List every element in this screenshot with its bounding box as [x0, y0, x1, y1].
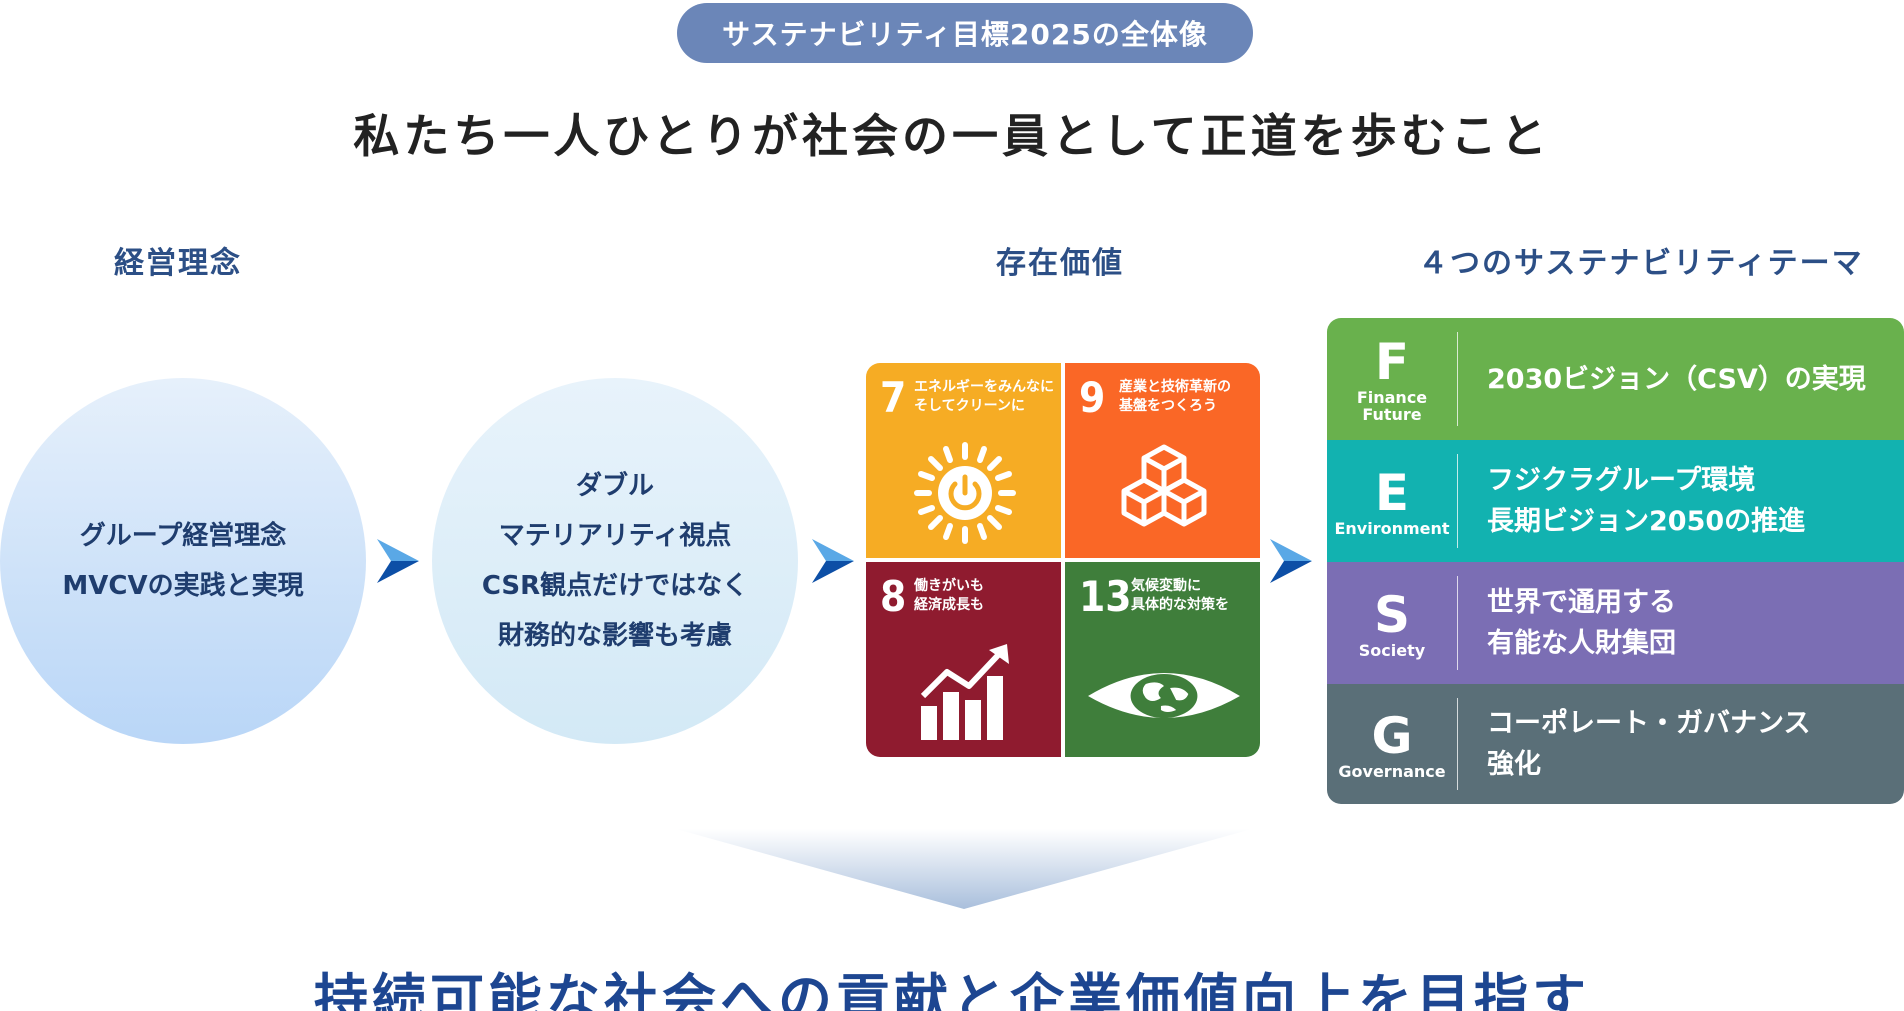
theme-line-2: 有能な人財集団: [1487, 628, 1676, 659]
theme-letter: G: [1371, 706, 1413, 765]
theme-row-society: S Society 世界で通用する 有能な人財集団: [1327, 562, 1904, 684]
section-label-themes: ４つのサステナビリティテーマ: [1418, 246, 1864, 281]
theme-line-2: 長期ビジョン2050の推進: [1487, 506, 1806, 537]
sdg-caption-line-2: 経済成長も: [914, 597, 984, 613]
materiality-line-4: 財務的な影響も考慮: [497, 621, 732, 651]
theme-row-environment: E Environment フジクラグループ環境 長期ビジョン2050の推進: [1327, 440, 1904, 562]
sun-power-icon: [914, 442, 1016, 544]
bottom-heading: 持続可能な社会への貢献と企業価値向上を目指す: [314, 968, 1590, 1011]
theme-divider: [1457, 454, 1458, 548]
section-label-philosophy: 経営理念: [114, 246, 242, 281]
sdg-tile-7: 7 エネルギーをみんなに そしてクリーンに: [866, 363, 1061, 558]
sdg-grid: 7 エネルギーをみんなに そしてクリーンに: [866, 363, 1260, 757]
earth-eye-icon: [1088, 673, 1240, 718]
sdg-caption: 働きがいも 経済成長も: [914, 577, 984, 615]
philosophy-line-1: グループ経営理念: [79, 521, 287, 551]
materiality-line-2: マテリアリティ視点: [498, 521, 732, 551]
sdg-caption-line-1: 働きがいも: [914, 578, 984, 594]
sdg-number: 8: [880, 572, 907, 621]
theme-sub-1: Governance: [1338, 761, 1446, 781]
sdg-caption-line-2: 具体的な対策を: [1131, 597, 1229, 613]
theme-letter-block: S Society: [1327, 562, 1457, 684]
theme-description: コーポレート・ガバナンス 強化: [1487, 684, 1894, 804]
theme-divider: [1457, 576, 1458, 670]
theme-sub-1: Environment: [1334, 518, 1450, 538]
theme-letter-block: F Finance Future: [1327, 318, 1457, 440]
theme-divider: [1457, 332, 1458, 426]
theme-sub-1: Finance: [1356, 388, 1428, 407]
philosophy-circle: グループ経営理念 MVCVの実践と実現: [0, 378, 366, 744]
theme-divider: [1457, 698, 1458, 790]
sdg-tile-8: 8 働きがいも 経済成長も: [866, 562, 1061, 757]
main-heading: 私たち一人ひとりが社会の一員として正道を歩むこと: [353, 109, 1551, 163]
theme-letter: E: [1374, 463, 1410, 522]
theme-description: フジクラグループ環境 長期ビジョン2050の推進: [1487, 440, 1894, 562]
theme-sub-1: Society: [1358, 640, 1426, 660]
arrow-right-icon: [812, 539, 854, 583]
theme-line-1: 世界で通用する: [1487, 587, 1676, 618]
arrow-right-icon: [1270, 539, 1312, 583]
materiality-circle: ダブル マテリアリティ視点 CSR観点だけではなく 財務的な影響も考慮: [432, 378, 798, 744]
theme-row-finance: F Finance Future 2030ビジョン（CSV）の実現: [1327, 318, 1904, 440]
sdg-caption-line-1: 気候変動に: [1131, 578, 1201, 594]
theme-letter: S: [1373, 585, 1410, 644]
cubes-icon: [1121, 444, 1207, 527]
theme-description: 世界で通用する 有能な人財集団: [1487, 562, 1894, 684]
theme-line-1: フジクラグループ環境: [1487, 465, 1756, 496]
sdg-tile-9: 9 産業と技術革新の 基盤をつくろう: [1065, 363, 1260, 558]
growth-chart-icon: [920, 644, 1009, 740]
materiality-line-1: ダブル: [575, 471, 654, 501]
sdg-caption: 気候変動に 具体的な対策を: [1131, 577, 1229, 615]
sdg-caption-line-1: エネルギーをみんなに: [914, 379, 1054, 395]
sdg-caption: エネルギーをみんなに そしてクリーンに: [914, 378, 1054, 416]
theme-row-governance: G Governance コーポレート・ガバナンス 強化: [1327, 684, 1904, 804]
sdg-caption-line-2: 基盤をつくろう: [1119, 398, 1217, 414]
sdg-caption-line-1: 産業と技術革新の: [1119, 379, 1231, 395]
sdg-number: 13: [1079, 572, 1132, 621]
sdg-tile-13: 13 気候変動に 具体的な対策を: [1065, 562, 1260, 757]
theme-line-2: 強化: [1487, 749, 1541, 780]
theme-line-1: 2030ビジョン（CSV）の実現: [1487, 363, 1866, 395]
theme-description: 2030ビジョン（CSV）の実現: [1487, 318, 1894, 440]
theme-sub-2: Future: [1362, 405, 1422, 424]
theme-line-1: コーポレート・ガバナンス: [1487, 708, 1811, 739]
sdg-number: 7: [880, 373, 907, 422]
materiality-line-3: CSR観点だけではなく: [481, 571, 749, 601]
title-badge: サステナビリティ目標2025の全体像: [677, 3, 1253, 63]
theme-letter-block: G Governance: [1327, 684, 1457, 804]
theme-letter: F: [1374, 333, 1410, 391]
theme-letter-block: E Environment: [1327, 440, 1457, 562]
down-triangle-icon: [676, 829, 1252, 909]
sdg-number: 9: [1079, 373, 1106, 422]
sdg-caption: 産業と技術革新の 基盤をつくろう: [1119, 378, 1231, 416]
sdg-caption-line-2: そしてクリーンに: [914, 398, 1025, 414]
philosophy-line-2: MVCVの実践と実現: [62, 571, 304, 601]
section-label-value: 存在価値: [996, 246, 1124, 281]
arrow-right-icon: [377, 539, 419, 583]
